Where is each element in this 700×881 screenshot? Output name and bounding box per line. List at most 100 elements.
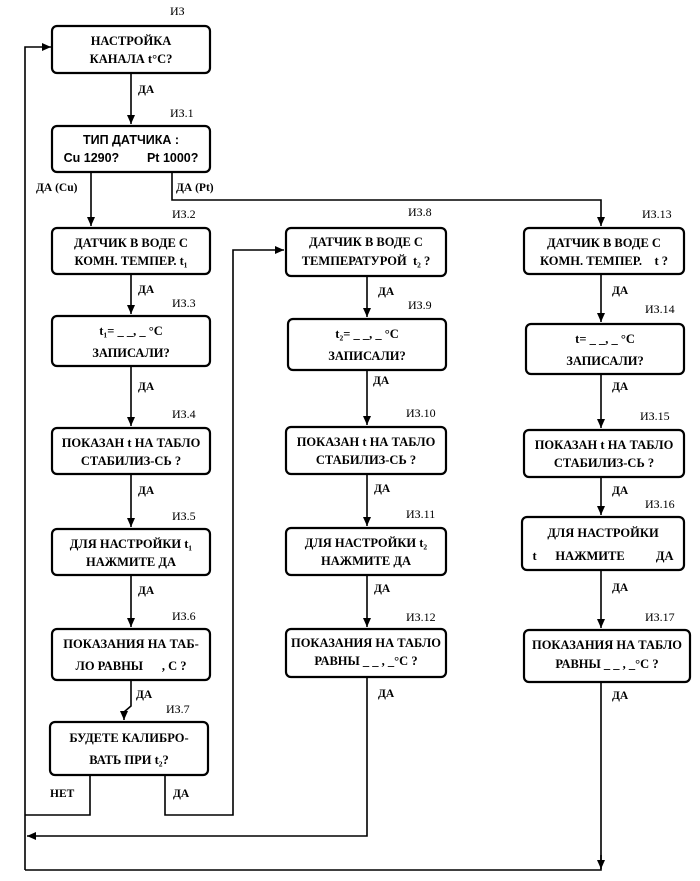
step-id: ИЗ.14 <box>645 302 675 316</box>
step-text-line2: ЛО РАВНЫ , С ? <box>76 659 187 673</box>
step-box <box>284 226 448 278</box>
step-text-line2: СТАБИЛИЗ-СЬ ? <box>554 456 654 470</box>
step-text-line1: ДЛЯ НАСТРОЙКИ t₁ <box>70 537 193 551</box>
step-text-line2: ВАТЬ ПРИ t₂? <box>89 753 169 767</box>
arrow-iz7-to-iz8 <box>164 246 284 816</box>
step-id: ИЗ.12 <box>406 610 436 624</box>
step-text-line1: ПОКАЗАН t НА ТАБЛО <box>62 436 201 450</box>
step-id: ИЗ.3 <box>172 296 196 310</box>
step-text-line2: ТЕМПЕРАТУРОЙ t₂ ? <box>302 254 431 268</box>
step-text-line1: ПОКАЗАН t НА ТАБЛО <box>297 435 436 449</box>
step-text-line1: ПОКАЗАНИЯ НА ТАБЛО <box>291 636 441 650</box>
edge-label-da: ДА <box>138 381 155 393</box>
edge-label-da-pt: ДА (Pt) <box>176 182 214 194</box>
edge-label-da: ДА <box>173 788 190 800</box>
step-text-line2: СТАБИЛИЗ-СЬ ? <box>316 453 416 467</box>
step-box <box>522 226 686 276</box>
step-box <box>522 628 692 684</box>
edge-label-da: ДА <box>378 286 395 298</box>
step-box <box>286 317 448 372</box>
step-text-line1: ПОКАЗАНИЯ НА ТАБЛО <box>532 638 682 652</box>
step-text-line2: СТАБИЛИЗ-СЬ ? <box>81 454 181 468</box>
edge-label-da: ДА <box>612 485 629 497</box>
step-id: ИЗ.7 <box>166 702 190 716</box>
step-text-line1: ТИП ДАТЧИКА : <box>83 133 179 147</box>
step-text-line1: ПОКАЗАН t НА ТАБЛО <box>535 438 674 452</box>
step-text-line2: КОМН. ТЕМПЕР. t₁ <box>74 254 187 268</box>
step-box <box>524 322 686 376</box>
step-id: ИЗ.6 <box>172 609 196 623</box>
step-iz9: ИЗ.9 t₂= _ _, _ °C ЗАПИСАЛИ? <box>286 298 448 372</box>
step-id: ИЗ.16 <box>645 497 675 511</box>
step-text-line1: НАСТРОЙКА <box>91 34 172 48</box>
edge-label-da: ДА <box>138 485 155 497</box>
step-iz6: ИЗ.6 ПОКАЗАНИЯ НА ТАБ- ЛО РАВНЫ , С ? <box>50 609 212 682</box>
edge-label-da: ДА <box>612 381 629 393</box>
edge-label-da: ДА <box>138 84 155 96</box>
step-iz7: ИЗ.7 БУДЕТЕ КАЛИБРО- ВАТЬ ПРИ t₂? <box>48 702 210 777</box>
step-text-line1: БУДЕТЕ КАЛИБРО- <box>69 731 188 745</box>
step-text-line1: ДАТЧИК В ВОДЕ С <box>74 236 188 250</box>
step-iz8: ИЗ.8 ДАТЧИК В ВОДЕ С ТЕМПЕРАТУРОЙ t₂ ? <box>284 205 448 278</box>
step-id: ИЗ.11 <box>406 507 435 521</box>
edge-label-net: НЕТ <box>50 788 75 800</box>
step-id: ИЗ.17 <box>645 610 675 624</box>
arrow-loop-to-iz <box>24 43 51 870</box>
arrow-iz6-to-iz7 <box>120 680 132 720</box>
step-iz15: ИЗ.15 ПОКАЗАН t НА ТАБЛО СТАБИЛИЗ-СЬ ? <box>522 409 686 479</box>
edge-label-da: ДА <box>373 375 390 387</box>
step-iz17: ИЗ.17 ПОКАЗАНИЯ НА ТАБЛО РАВНЫ _ _ , _°C… <box>522 610 692 684</box>
step-text-line2: НАЖМИТЕ ДА <box>321 554 411 568</box>
edge-label-da: ДА <box>374 583 391 595</box>
step-id: ИЗ <box>170 4 185 18</box>
step-iz1: ИЗ.1 ТИП ДАТЧИКА : Cu 1290? Pt 1000? <box>50 106 212 174</box>
step-id: ИЗ.9 <box>408 298 432 312</box>
step-text-line2: ЗАПИСАЛИ? <box>92 346 169 360</box>
step-iz16: ИЗ.16 ДЛЯ НАСТРОЙКИ t НАЖМИТЕ ДА <box>520 497 686 572</box>
step-text-line2: РАВНЫ _ _ , _°C ? <box>555 657 658 671</box>
step-box <box>284 526 448 577</box>
edge-label-da: ДА <box>612 582 629 594</box>
step-iz2: ИЗ.2 ДАТЧИК В ВОДЕ С КОМН. ТЕМПЕР. t₁ <box>50 207 212 276</box>
step-text-line1: ДЛЯ НАСТРОЙКИ <box>547 526 659 540</box>
step-box <box>50 627 212 682</box>
step-box <box>284 425 448 476</box>
step-text-line1: ПОКАЗАНИЯ НА ТАБ- <box>63 637 199 651</box>
step-id: ИЗ.1 <box>170 106 194 120</box>
step-text-line1: t₂= _ _, _ °C <box>335 327 398 341</box>
step-id: ИЗ.10 <box>406 406 436 420</box>
step-box <box>50 226 212 276</box>
step-box <box>50 426 212 476</box>
step-box <box>284 627 448 679</box>
step-id: ИЗ.8 <box>408 205 432 219</box>
step-iz: ИЗ НАСТРОЙКА КАНАЛА t°C? <box>50 4 212 75</box>
edge-label-da: ДА <box>136 689 153 701</box>
step-text-line2: Cu 1290? Pt 1000? <box>64 151 199 165</box>
step-text-line2: НАЖМИТЕ ДА <box>86 555 176 569</box>
arrow-iz1-to-iz13 <box>171 172 605 226</box>
step-iz14: ИЗ.14 t= _ _, _ °C ЗАПИСАЛИ? <box>524 302 686 376</box>
edge-label-da: ДА <box>138 284 155 296</box>
step-text-line2: t НАЖМИТЕ ДА <box>532 549 673 563</box>
step-box <box>50 314 212 368</box>
step-text-line1: ДЛЯ НАСТРОЙКИ t₂ <box>305 536 428 550</box>
step-box <box>50 124 212 174</box>
step-box <box>50 527 212 577</box>
step-id: ИЗ.4 <box>172 407 196 421</box>
connectors <box>24 43 605 871</box>
edge-label-da: ДА <box>374 483 391 495</box>
step-id: ИЗ.2 <box>172 207 196 221</box>
arrow-iz12-return <box>27 677 368 840</box>
step-iz13: ИЗ.13 ДАТЧИК В ВОДЕ С КОМН. ТЕМПЕР. t ? <box>522 207 686 276</box>
step-iz12: ИЗ.12 ПОКАЗАНИЯ НА ТАБЛО РАВНЫ _ _ , _°C… <box>284 610 448 679</box>
step-iz5: ИЗ.5 ДЛЯ НАСТРОЙКИ t₁ НАЖМИТЕ ДА <box>50 509 212 577</box>
step-iz4: ИЗ.4 ПОКАЗАН t НА ТАБЛО СТАБИЛИЗ-СЬ ? <box>50 407 212 476</box>
step-box <box>48 720 210 777</box>
step-id: ИЗ.13 <box>642 207 672 221</box>
step-text-line1: t₁= _ _, _ °C <box>99 324 162 338</box>
line-net-branch <box>25 775 91 816</box>
step-text-line2: ЗАПИСАЛИ? <box>566 354 643 368</box>
edge-label-da: ДА <box>612 285 629 297</box>
step-text-line1: ДАТЧИК В ВОДЕ С <box>547 236 661 250</box>
